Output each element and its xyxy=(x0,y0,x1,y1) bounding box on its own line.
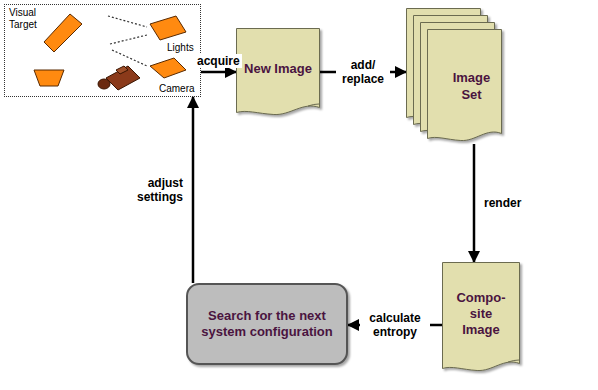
visual-target xyxy=(44,14,82,52)
part-label: Lights xyxy=(167,42,194,54)
edge-label: acquire xyxy=(195,54,242,68)
flow-arrow xyxy=(192,97,195,283)
edge-label: add/ replace xyxy=(336,58,390,87)
light-rays xyxy=(108,16,147,66)
edge-label: render xyxy=(482,196,523,210)
camera-icon xyxy=(98,66,140,90)
node-label: New Image xyxy=(244,61,312,77)
edge-label: calculate entropy xyxy=(360,311,430,340)
edge-label: adjust settings xyxy=(121,176,185,205)
light xyxy=(150,58,186,78)
node-label: Compo- site Image xyxy=(452,290,510,339)
scene-box: Visual TargetLightsCamera xyxy=(4,4,201,97)
document-stack: Image Set xyxy=(406,8,502,144)
node-label: Image Set xyxy=(450,70,494,103)
visual-target-base xyxy=(34,70,64,86)
flow-arrow xyxy=(201,71,236,74)
document-node: New Image xyxy=(236,28,320,118)
node-label: Search for the next system configuration xyxy=(199,308,335,341)
flow-arrow xyxy=(473,144,476,262)
process-box: Search for the next system configuration xyxy=(186,283,348,365)
light xyxy=(150,16,186,40)
document-node: Compo- site Image xyxy=(442,262,520,374)
part-label: Visual Target xyxy=(9,7,49,30)
part-label: Camera xyxy=(159,83,195,95)
